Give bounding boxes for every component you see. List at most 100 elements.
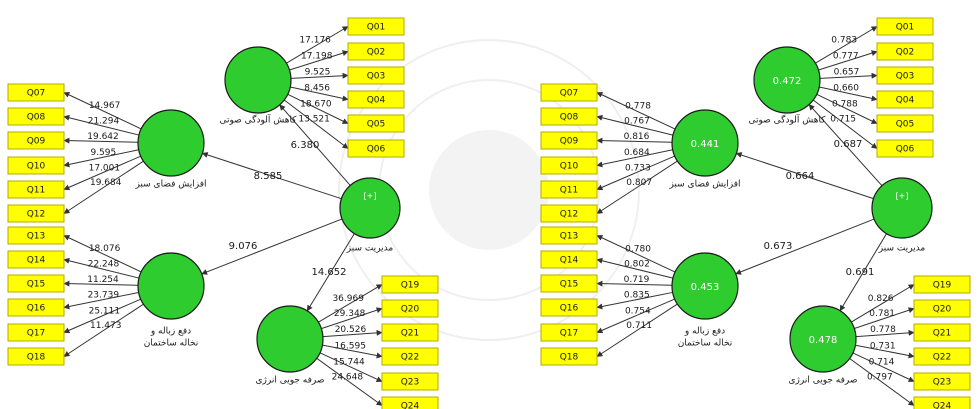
indicator-box[interactable] xyxy=(347,90,405,109)
indicator-label: Q03 xyxy=(367,72,386,82)
indicator-box[interactable] xyxy=(540,323,598,342)
indicator-arrow xyxy=(63,114,140,136)
indicator-box[interactable] xyxy=(913,347,971,366)
indicator-arrow xyxy=(63,292,139,310)
indicator-box[interactable] xyxy=(7,83,65,102)
indicator-box[interactable] xyxy=(540,156,598,175)
indicator-arrow xyxy=(63,280,139,287)
indicator-arrow xyxy=(319,352,383,382)
indicator-arrow xyxy=(855,344,915,359)
indicator-box[interactable] xyxy=(347,114,405,133)
indicator-arrow xyxy=(596,257,674,279)
loading-label: 11.473 xyxy=(90,321,122,331)
construct-label: نخاله ساختمان xyxy=(144,339,199,349)
indicator-box[interactable] xyxy=(913,396,971,409)
indicator-label: Q11 xyxy=(560,186,579,196)
indicator-box[interactable] xyxy=(347,139,405,158)
indicator-box[interactable] xyxy=(540,298,598,317)
indicator-box[interactable] xyxy=(7,131,65,150)
indicator-box[interactable] xyxy=(540,107,598,126)
indicator-box[interactable] xyxy=(7,226,65,245)
indicator-box[interactable] xyxy=(7,204,65,223)
indicator-box[interactable] xyxy=(876,17,934,36)
indicator-label: Q16 xyxy=(27,304,46,314)
indicator-label: Q11 xyxy=(27,186,46,196)
indicator-box[interactable] xyxy=(7,347,65,366)
construct-circle[interactable] xyxy=(224,46,292,114)
indicator-box[interactable] xyxy=(7,323,65,342)
indicator-box[interactable] xyxy=(381,396,439,409)
indicator-label: Q22 xyxy=(933,353,952,363)
construct-circle[interactable] xyxy=(671,109,739,177)
indicator-box[interactable] xyxy=(381,275,439,294)
indicator-arrow xyxy=(283,99,349,149)
indicator-box[interactable] xyxy=(540,347,598,366)
indicator-box[interactable] xyxy=(876,66,934,85)
indicator-box[interactable] xyxy=(7,298,65,317)
indicator-box[interactable] xyxy=(7,180,65,199)
indicator-label: Q02 xyxy=(367,48,386,58)
indicator-box[interactable] xyxy=(876,114,934,133)
indicator-box[interactable] xyxy=(540,250,598,269)
indicator-box[interactable] xyxy=(381,299,439,318)
indicator-box[interactable] xyxy=(876,90,934,109)
indicator-box[interactable] xyxy=(540,274,598,293)
indicator-box[interactable] xyxy=(913,372,971,391)
indicator-arrow xyxy=(322,329,383,338)
indicator-box[interactable] xyxy=(7,107,65,126)
construct-label: کاهش آلودگی صوتی xyxy=(220,114,298,126)
loading-label: 0.684 xyxy=(624,148,650,158)
indicator-box[interactable] xyxy=(540,204,598,223)
construct-circle[interactable] xyxy=(789,305,857,373)
exogenous-circle[interactable] xyxy=(871,177,933,239)
indicator-arrow xyxy=(596,155,675,191)
loading-label: 0.781 xyxy=(869,309,895,319)
indicator-box[interactable] xyxy=(913,299,971,318)
indicator-label: Q17 xyxy=(560,329,579,339)
path-arrow xyxy=(279,104,351,186)
indicator-box[interactable] xyxy=(913,275,971,294)
construct-circle[interactable] xyxy=(137,252,205,320)
construct-circle[interactable] xyxy=(753,46,821,114)
exogenous-label: مدیریت سبز xyxy=(878,244,926,254)
construct-circle[interactable] xyxy=(256,305,324,373)
loading-label: 0.780 xyxy=(625,244,651,254)
indicator-box[interactable] xyxy=(381,372,439,391)
indicator-arrow xyxy=(596,298,675,334)
path-arrow xyxy=(808,104,883,187)
indicator-arrow xyxy=(851,284,915,323)
indicator-arrow xyxy=(286,26,349,64)
indicator-arrow xyxy=(290,72,349,79)
indicator-label: Q21 xyxy=(933,329,952,339)
indicator-box[interactable] xyxy=(7,250,65,269)
construct-label: کاهش آلودگی صوتی xyxy=(749,114,827,126)
indicator-box[interactable] xyxy=(347,42,405,61)
indicator-box[interactable] xyxy=(347,17,405,36)
loading-label: 0.711 xyxy=(626,321,652,331)
indicator-label: Q12 xyxy=(27,210,46,220)
exogenous-circle[interactable] xyxy=(339,177,401,239)
indicator-box[interactable] xyxy=(540,226,598,245)
indicator-box[interactable] xyxy=(381,323,439,342)
indicator-arrow xyxy=(321,307,383,330)
indicator-box[interactable] xyxy=(381,347,439,366)
indicator-box[interactable] xyxy=(876,42,934,61)
loading-label: 0.778 xyxy=(870,325,896,335)
indicator-box[interactable] xyxy=(7,156,65,175)
indicator-box[interactable] xyxy=(913,323,971,342)
indicator-arrow xyxy=(318,284,383,323)
indicator-box[interactable] xyxy=(7,274,65,293)
loading-label: 0.731 xyxy=(870,341,896,351)
path-coefficient: 0.687 xyxy=(834,139,863,150)
construct-circle[interactable] xyxy=(671,252,739,320)
indicator-label: Q04 xyxy=(896,96,915,106)
indicator-box[interactable] xyxy=(540,180,598,199)
indicator-arrow xyxy=(812,99,878,149)
loading-label: 0.783 xyxy=(831,35,857,45)
indicator-box[interactable] xyxy=(540,83,598,102)
indicator-box[interactable] xyxy=(540,131,598,150)
construct-circle[interactable] xyxy=(137,109,205,177)
indicator-box[interactable] xyxy=(876,139,934,158)
indicator-box[interactable] xyxy=(347,66,405,85)
construct-label: نخاله ساختمان xyxy=(678,339,733,349)
